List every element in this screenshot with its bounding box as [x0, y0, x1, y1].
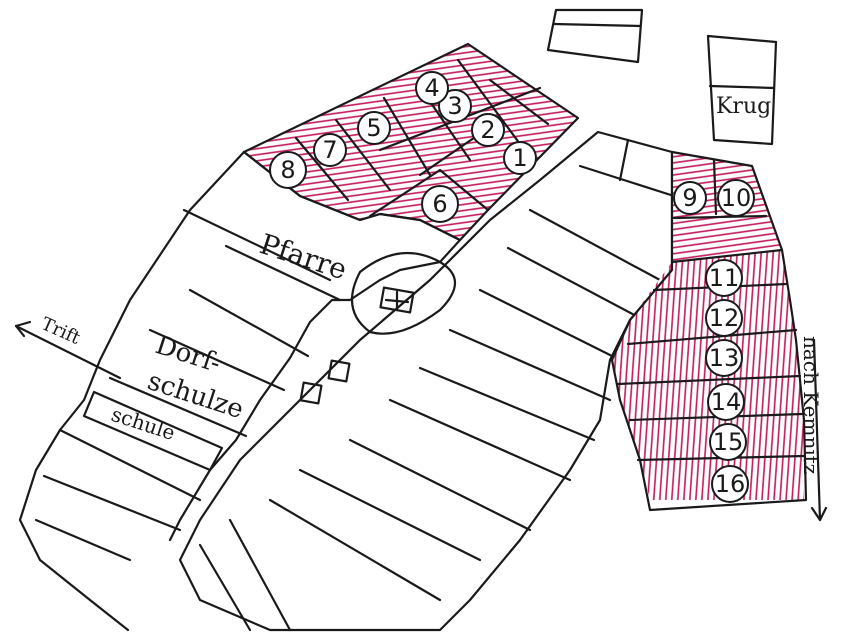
svg-text:13: 13	[709, 344, 740, 372]
plot-11: 11	[705, 259, 743, 297]
svg-text:2: 2	[480, 116, 495, 144]
plot-1: 1	[503, 141, 537, 175]
kemnitz-arrow: nach Kemnitz	[799, 336, 828, 522]
svg-text:15: 15	[713, 428, 744, 456]
top-building	[546, 8, 644, 64]
well-square-2	[299, 381, 323, 405]
plot-5: 5	[357, 111, 391, 145]
plot-8: 8	[269, 151, 307, 189]
svg-text:6: 6	[432, 190, 447, 218]
plot-16: 16	[711, 465, 749, 503]
plot-15: 15	[709, 423, 747, 461]
plot-numbers: 1 2 3 4 5 6 7 8 9 10 11 12 13 14 15 16	[269, 71, 755, 503]
schule-block: schule	[34, 390, 224, 562]
well-square-1	[327, 359, 351, 383]
krug-building: Krug	[706, 34, 778, 146]
plot-6: 6	[421, 185, 459, 223]
north-plots	[242, 42, 580, 242]
svg-text:10: 10	[721, 184, 752, 212]
west-block: Pfarre Dorf- schulze	[18, 150, 462, 632]
svg-text:14: 14	[711, 388, 742, 416]
svg-text:7: 7	[322, 136, 337, 164]
svg-text:1: 1	[512, 144, 527, 172]
plot-2: 2	[471, 113, 505, 147]
trift-label: Trift	[38, 313, 84, 349]
svg-text:16: 16	[715, 470, 746, 498]
svg-text:11: 11	[709, 264, 740, 292]
plot-7: 7	[313, 133, 347, 167]
plot-13: 13	[705, 339, 743, 377]
svg-text:4: 4	[424, 74, 439, 102]
nach-kemnitz-label: nach Kemnitz	[799, 336, 823, 474]
plot-12: 12	[705, 299, 743, 337]
svg-text:8: 8	[280, 156, 295, 184]
svg-text:12: 12	[709, 304, 740, 332]
plot-4: 4	[415, 71, 449, 105]
plot-14: 14	[707, 383, 745, 421]
plot-9: 9	[673, 181, 707, 215]
plot-10: 10	[717, 179, 755, 217]
pfarre-label: Pfarre	[256, 227, 351, 286]
krug-label: Krug	[716, 94, 771, 119]
svg-text:3: 3	[447, 92, 462, 120]
trift-arrow: Trift	[14, 313, 122, 380]
svg-text:5: 5	[366, 114, 381, 142]
schule-label: schule	[108, 402, 178, 445]
plot-3: 3	[438, 89, 472, 123]
svg-text:9: 9	[682, 184, 697, 212]
